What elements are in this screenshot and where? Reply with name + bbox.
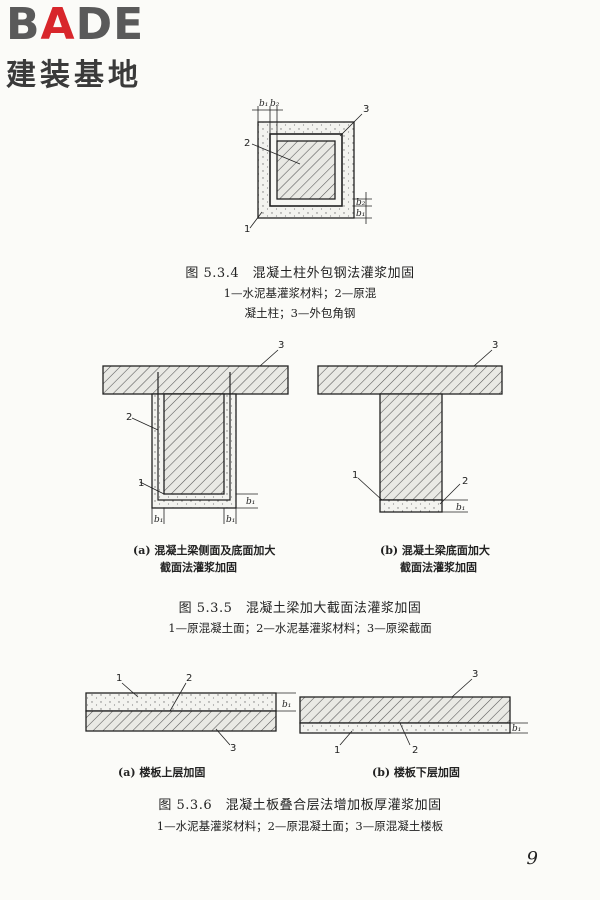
beam-original-b <box>379 393 443 501</box>
dim-b1: b₁ <box>259 99 268 109</box>
logo-word: BADE <box>6 0 145 50</box>
grout-layer-a <box>85 692 277 712</box>
figure-5-3-4-note-1: 1—水泥基灌浆材料；2—原混 <box>223 286 377 300</box>
label-2-slab-b: 2 <box>412 745 418 756</box>
label-2-slab-a: 2 <box>186 673 192 684</box>
label-3-slab-a: 3 <box>230 743 236 754</box>
figure-5-3-5-sub-a-line-2: 截面法灌浆加固 <box>160 561 237 574</box>
dim-b1-side: b₁ <box>356 209 365 219</box>
slab-a <box>102 365 289 395</box>
figure-5-3-5-sub-b-line-1: (b) 混凝土梁底面加大 <box>380 544 490 557</box>
figure-5-3-5-sub-a-line-1: (a) 混凝土梁侧面及底面加大 <box>133 544 276 557</box>
dim-b1-b: b₁ <box>456 503 465 513</box>
label-1-slab-b: 1 <box>334 745 340 756</box>
dim-b1-a-bottom: b₁ <box>246 497 255 507</box>
slab-original-a <box>85 710 277 732</box>
slab-original-b <box>299 696 511 724</box>
logo: BADE 建装基地 <box>6 2 181 94</box>
label-1-a: 1 <box>138 478 144 489</box>
original-column <box>276 140 336 200</box>
figure-5-3-6-caption: 图 5.3.6 混凝土板叠合层法增加板厚灌浆加固 <box>158 798 442 813</box>
dim-b1-a-left: b₁ <box>154 515 163 525</box>
figure-5-3-5-sub-b-line-2: 截面法灌浆加固 <box>400 561 477 574</box>
figure-5-3-6-sub-a: (a) 楼板上层加固 <box>118 766 206 779</box>
label-1: 1 <box>244 224 250 235</box>
label-2: 2 <box>244 138 250 149</box>
label-3: 3 <box>363 104 369 115</box>
dim-b1-slab-b: b₁ <box>512 724 521 734</box>
figure-5-3-5-diagram: 3 2 1 b₁ b₁ b₁ 3 1 2 b₁ <box>102 340 503 525</box>
figure-5-3-4-caption: 图 5.3.4 混凝土柱外包钢法灌浆加固 <box>185 266 415 281</box>
page-number: 9 <box>526 848 538 869</box>
dim-b2: b₂ <box>270 99 280 109</box>
dim-b1-slab-a: b₁ <box>282 700 291 710</box>
label-3-a: 3 <box>278 340 284 351</box>
figure-5-3-6-sub-b: (b) 楼板下层加固 <box>372 766 460 779</box>
label-1-slab-a: 1 <box>116 673 122 684</box>
label-1-b: 1 <box>352 470 358 481</box>
figure-5-3-6-diagram: 1 2 3 b₁ 3 1 2 b₁ <box>85 669 528 756</box>
figure-5-3-5-caption: 图 5.3.5 混凝土梁加大截面法灌浆加固 <box>178 601 422 616</box>
beam-grout-b <box>379 499 443 513</box>
figure-5-3-4-note-2: 凝土柱；3—外包角钢 <box>244 306 356 320</box>
label-3-slab-b: 3 <box>472 669 478 680</box>
logo-subtitle: 建装基地 <box>6 58 142 93</box>
figure-5-3-4-diagram: b₁ b₂ b₂ b₁ 2 3 1 <box>244 99 372 235</box>
figure-5-3-6-note: 1—水泥基灌浆材料；2—原混凝土面；3—原混凝土楼板 <box>156 819 444 833</box>
label-2-b: 2 <box>462 476 468 487</box>
beam-original-a <box>163 393 225 495</box>
figure-5-3-5-note: 1—原混凝土面；2—水泥基灌浆材料；3—原梁截面 <box>168 621 432 635</box>
label-2-a: 2 <box>126 412 132 423</box>
dim-b2-side: b₂ <box>356 198 366 208</box>
grout-layer-b <box>299 722 511 734</box>
dim-b1-a-right: b₁ <box>226 515 235 525</box>
label-3-b: 3 <box>492 340 498 351</box>
slab-b <box>317 365 503 395</box>
